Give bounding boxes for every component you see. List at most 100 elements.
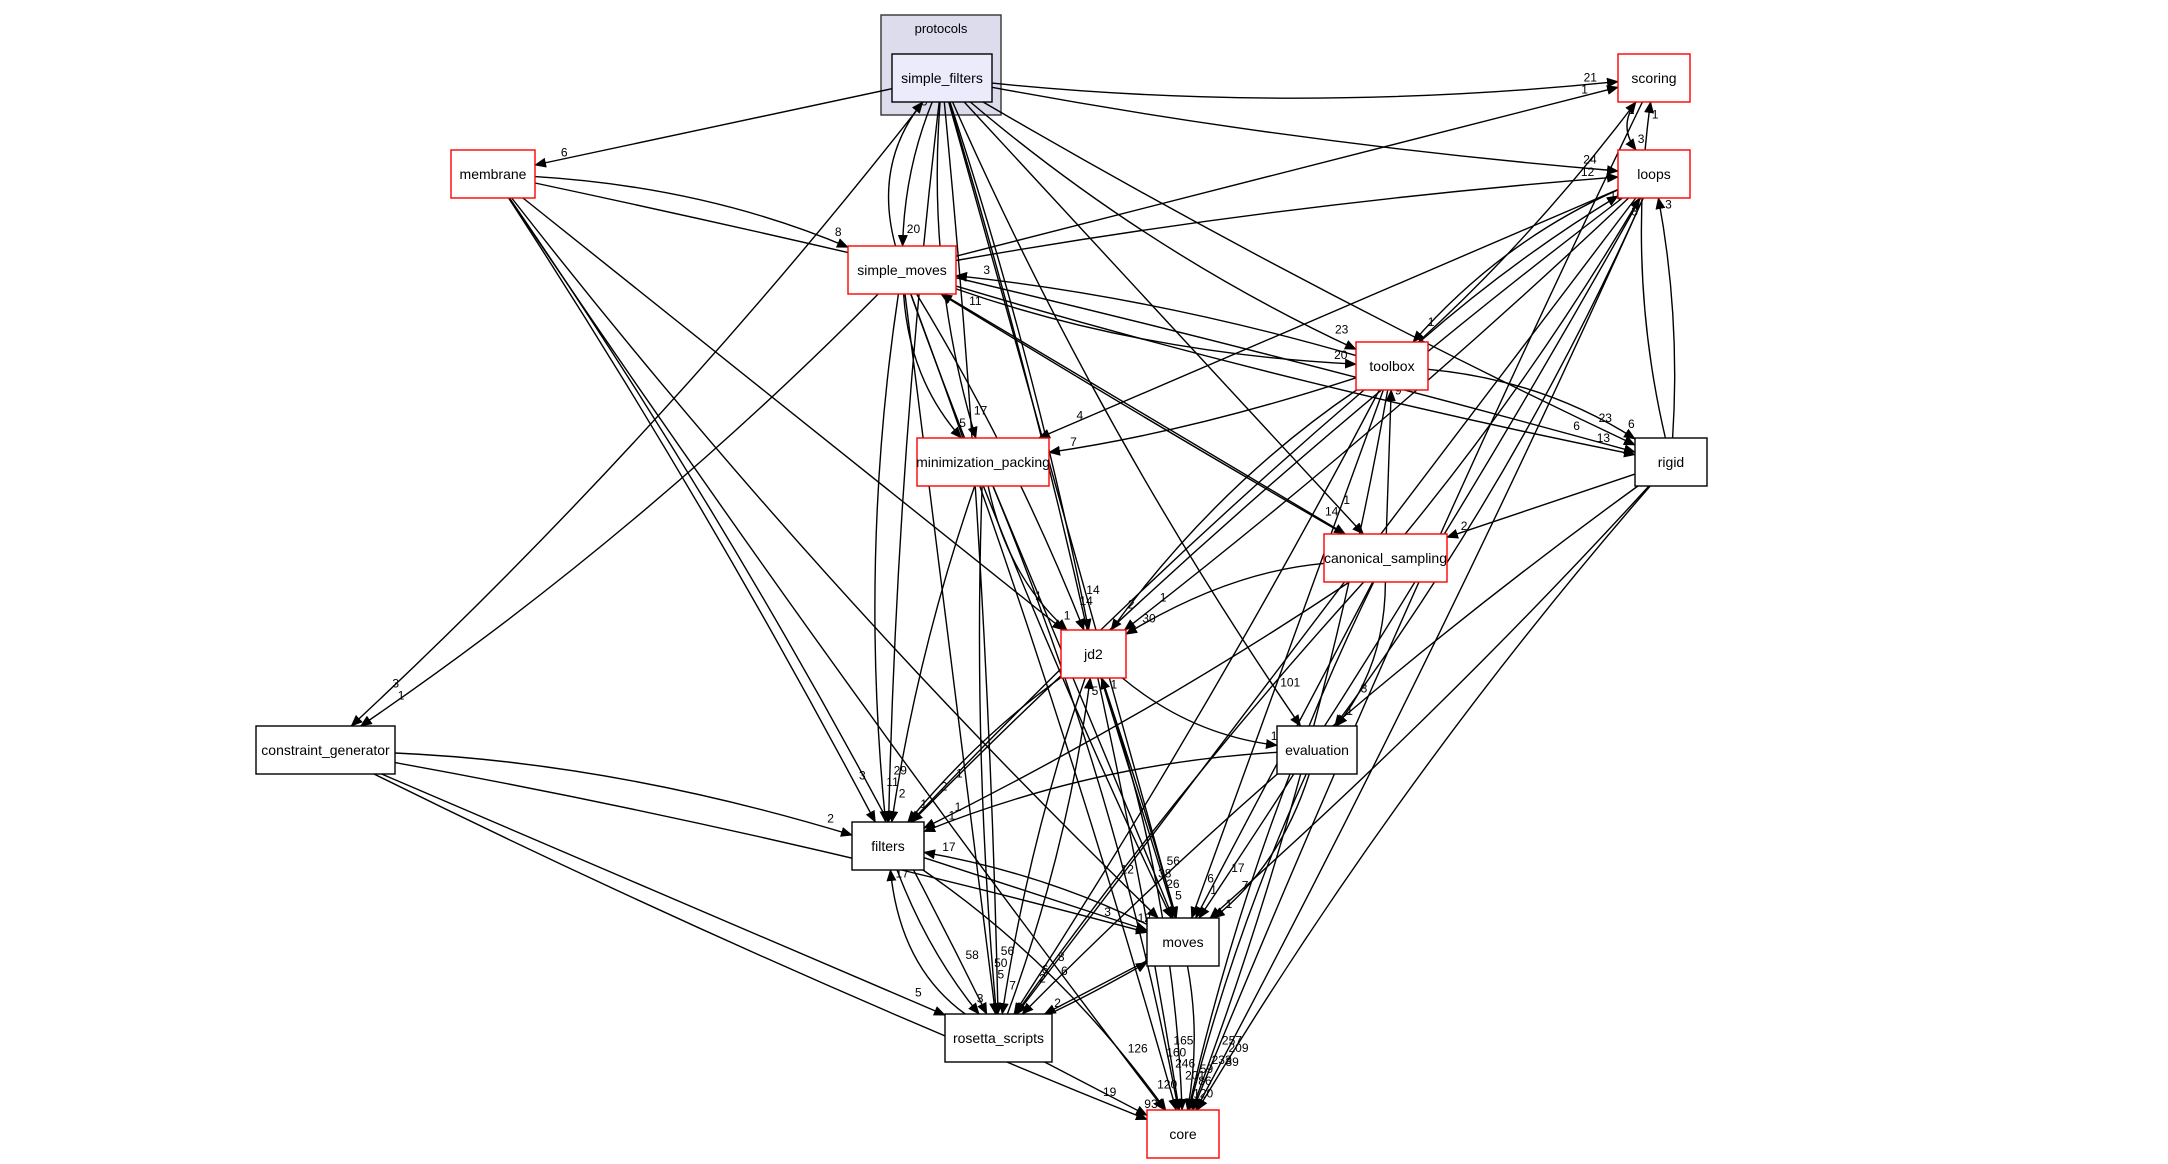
edge-label-simple_filters-to-rosetta_scripts[interactable]: 56 [1001, 944, 1015, 958]
edge-filters-to-core[interactable] [922, 869, 1167, 1111]
node-rosetta-scripts[interactable]: rosetta_scripts [944, 1013, 1053, 1063]
edge-label-simple_filters-to-core[interactable]: 165 [1173, 1034, 1193, 1048]
edge-label-minimization_packing-to-core[interactable]: 246 [1175, 1056, 1195, 1070]
edge-label-toolbox-to-core[interactable]: 233 [1212, 1053, 1232, 1067]
edge-label-rosetta_scripts-to-jd2[interactable]: 5 [1092, 684, 1099, 698]
node-rigid[interactable]: rigid [1634, 437, 1708, 487]
edge-label-toolbox-to-rosetta_scripts[interactable]: 6 [1042, 963, 1049, 977]
edge-membrane-to-moves[interactable] [511, 197, 1159, 919]
edge-evaluation-to-filters[interactable] [923, 751, 1278, 833]
edge-label-loops-to-jd2[interactable]: 1 [1160, 591, 1167, 605]
edge-toolbox-to-rigid[interactable] [1427, 368, 1636, 440]
node-evaluation[interactable]: evaluation [1276, 725, 1358, 775]
edge-label-rigid-to-canonical_sampling[interactable]: 2 [1461, 519, 1468, 533]
node-core[interactable]: core [1146, 1109, 1220, 1159]
edge-simple_filters-to-simple_moves[interactable] [897, 101, 933, 247]
edge-label-evaluation-to-filters[interactable]: 1 [949, 808, 956, 822]
edge-label-simple_filters-to-minimization_packing[interactable]: 17 [974, 403, 988, 417]
node-box[interactable] [847, 245, 957, 295]
edge-filters-to-rosetta_scripts[interactable] [896, 869, 980, 1015]
edge-label-simple_moves-to-moves[interactable]: 38 [1158, 866, 1172, 880]
edge-toolbox-to-moves[interactable] [1190, 389, 1384, 919]
edge-rosetta_scripts-to-filters[interactable] [886, 869, 966, 1015]
edge-constraint_generator-to-moves[interactable] [394, 761, 1148, 935]
edge-jd2-to-rosetta_scripts[interactable] [998, 677, 1086, 1015]
node-box[interactable] [450, 149, 536, 199]
edge-label-simple_filters-to-constraint_generator[interactable]: 3 [392, 677, 399, 691]
edge-label-toolbox-to-minimization_packing[interactable]: 7 [1070, 435, 1077, 449]
edge-label-rigid-to-loops[interactable]: 3 [1665, 197, 1672, 211]
edge-label-membrane-to-filters[interactable]: 3 [859, 769, 866, 783]
edge-simple_moves-to-filters[interactable] [874, 293, 900, 823]
edge-simple_filters-to-membrane[interactable] [534, 88, 893, 168]
edge-rigid-to-scoring[interactable] [1640, 101, 1667, 439]
edge-label-simple_filters-to-canonical_sampling[interactable]: 1 [1343, 493, 1350, 507]
edge-scoring-to-core[interactable] [1192, 101, 1644, 1111]
node-scoring[interactable]: scoring [1617, 53, 1691, 103]
edge-label-loops-to-moves[interactable]: 17 [1231, 861, 1245, 875]
edge-canonical_sampling-to-loops[interactable] [1404, 197, 1641, 535]
edge-minimization_packing-to-rosetta_scripts[interactable] [978, 485, 1001, 1015]
edge-canonical_sampling-to-evaluation[interactable] [1335, 581, 1387, 727]
edge-rigid-to-canonical_sampling[interactable] [1446, 473, 1636, 539]
edge-simple_filters-to-evaluation[interactable] [951, 101, 1302, 727]
edge-label-simple_filters-to-jd2[interactable]: 14 [1086, 583, 1100, 597]
edge-loops-to-jd2[interactable] [1123, 197, 1630, 631]
edge-label-membrane-to-core[interactable]: 126 [1128, 1042, 1148, 1056]
edge-label-toolbox-to-simple_moves[interactable]: 3 [983, 263, 990, 277]
edge-membrane-to-rigid[interactable] [534, 182, 1636, 454]
node-simple-filters[interactable]: simple_filters [891, 53, 993, 103]
edge-label-simple_filters-to-toolbox[interactable]: 23 [1335, 323, 1349, 337]
edge-canonical_sampling-to-simple_moves[interactable] [940, 293, 1345, 535]
edge-jd2-to-moves[interactable] [1100, 677, 1178, 919]
edge-label-simple_filters-to-simple_moves[interactable]: 20 [907, 222, 921, 236]
edge-label-simple_moves-to-constraint_generator[interactable]: 1 [398, 688, 405, 702]
edge-simple_moves-to-rosetta_scripts[interactable] [904, 293, 1000, 1015]
edge-simple_filters-to-scoring[interactable] [991, 77, 1619, 99]
edge-rigid-to-loops[interactable] [1655, 197, 1676, 439]
edge-canonical_sampling-to-core[interactable] [1185, 581, 1375, 1111]
edge-label-constraint_generator-to-core[interactable]: 19 [1103, 1085, 1117, 1099]
edge-label-simple_moves-to-jd2[interactable]: 14 [1080, 594, 1094, 608]
edge-label-canonical_sampling-to-evaluation[interactable]: 1 [1346, 704, 1353, 718]
edge-constraint_generator-to-rosetta_scripts[interactable] [381, 773, 946, 1016]
edge-toolbox-to-scoring[interactable] [1417, 101, 1637, 343]
edge-label-canonical_sampling-to-filters[interactable]: 1 [955, 800, 962, 814]
edge-label-jd2-to-filters[interactable]: 1 [920, 797, 927, 811]
edge-loops-to-filters[interactable] [910, 197, 1623, 823]
edge-label-simple_moves-to-rosetta_scripts[interactable]: 50 [994, 956, 1008, 970]
edge-rosetta_scripts-to-jd2[interactable] [1006, 677, 1094, 1015]
edge-label-canonical_sampling-to-simple_moves[interactable]: 11 [969, 294, 982, 308]
edge-constraint_generator-to-filters[interactable] [394, 752, 853, 837]
edge-label-moves-to-jd2[interactable]: 1 [1111, 677, 1118, 691]
edge-evaluation-to-core[interactable] [1186, 773, 1307, 1111]
node-box[interactable] [1355, 341, 1429, 391]
node-jd2[interactable]: jd2 [1060, 629, 1127, 679]
edge-membrane-to-rosetta_scripts[interactable] [508, 197, 988, 1015]
edge-label-minimization_packing-to-moves[interactable]: 26 [1166, 877, 1180, 891]
edge-label-membrane-to-simple_moves[interactable]: 8 [835, 225, 842, 239]
edge-rigid-to-core[interactable] [1196, 485, 1651, 1111]
edge-simple_moves-to-simple_filters[interactable] [887, 101, 924, 247]
edge-moves-to-core[interactable] [1184, 965, 1195, 1111]
edge-label-loops-to-toolbox[interactable]: 1 [1428, 315, 1435, 329]
edge-simple_filters-to-rigid[interactable] [982, 101, 1636, 446]
edge-label-rigid-to-rosetta_scripts[interactable]: 6 [1061, 964, 1068, 978]
edge-simple_moves-to-minimization_packing[interactable] [902, 293, 963, 439]
node-box[interactable] [1617, 53, 1691, 103]
edge-label-membrane-to-rosetta_scripts[interactable]: 58 [966, 948, 980, 962]
edge-label-moves-to-core[interactable]: 120 [1193, 1086, 1213, 1100]
edge-label-loops-to-evaluation[interactable]: 3 [1361, 682, 1368, 696]
node-toolbox[interactable]: toolbox [1355, 341, 1429, 391]
edge-simple_filters-to-filters[interactable] [883, 101, 940, 823]
edge-label-simple_filters-to-evaluation[interactable]: 101 [1280, 676, 1300, 690]
edge-label-toolbox-to-moves[interactable]: 6 [1207, 871, 1214, 885]
edge-label-scoring-to-core[interactable]: 257 [1222, 1034, 1242, 1048]
edge-label-constraint_generator-to-filters[interactable]: 2 [827, 811, 834, 825]
edge-simple_filters-to-constraint_generator[interactable] [350, 101, 924, 727]
edge-rosetta_scripts-to-core[interactable] [1044, 1061, 1148, 1116]
edge-label-membrane-to-rigid[interactable]: 6 [1573, 419, 1580, 433]
edge-label-filters-to-rosetta_scripts[interactable]: 3 [977, 991, 984, 1005]
edge-simple_filters-to-canonical_sampling[interactable] [963, 101, 1364, 535]
edge-label-loops-to-rosetta_scripts[interactable]: 8 [1058, 950, 1065, 964]
